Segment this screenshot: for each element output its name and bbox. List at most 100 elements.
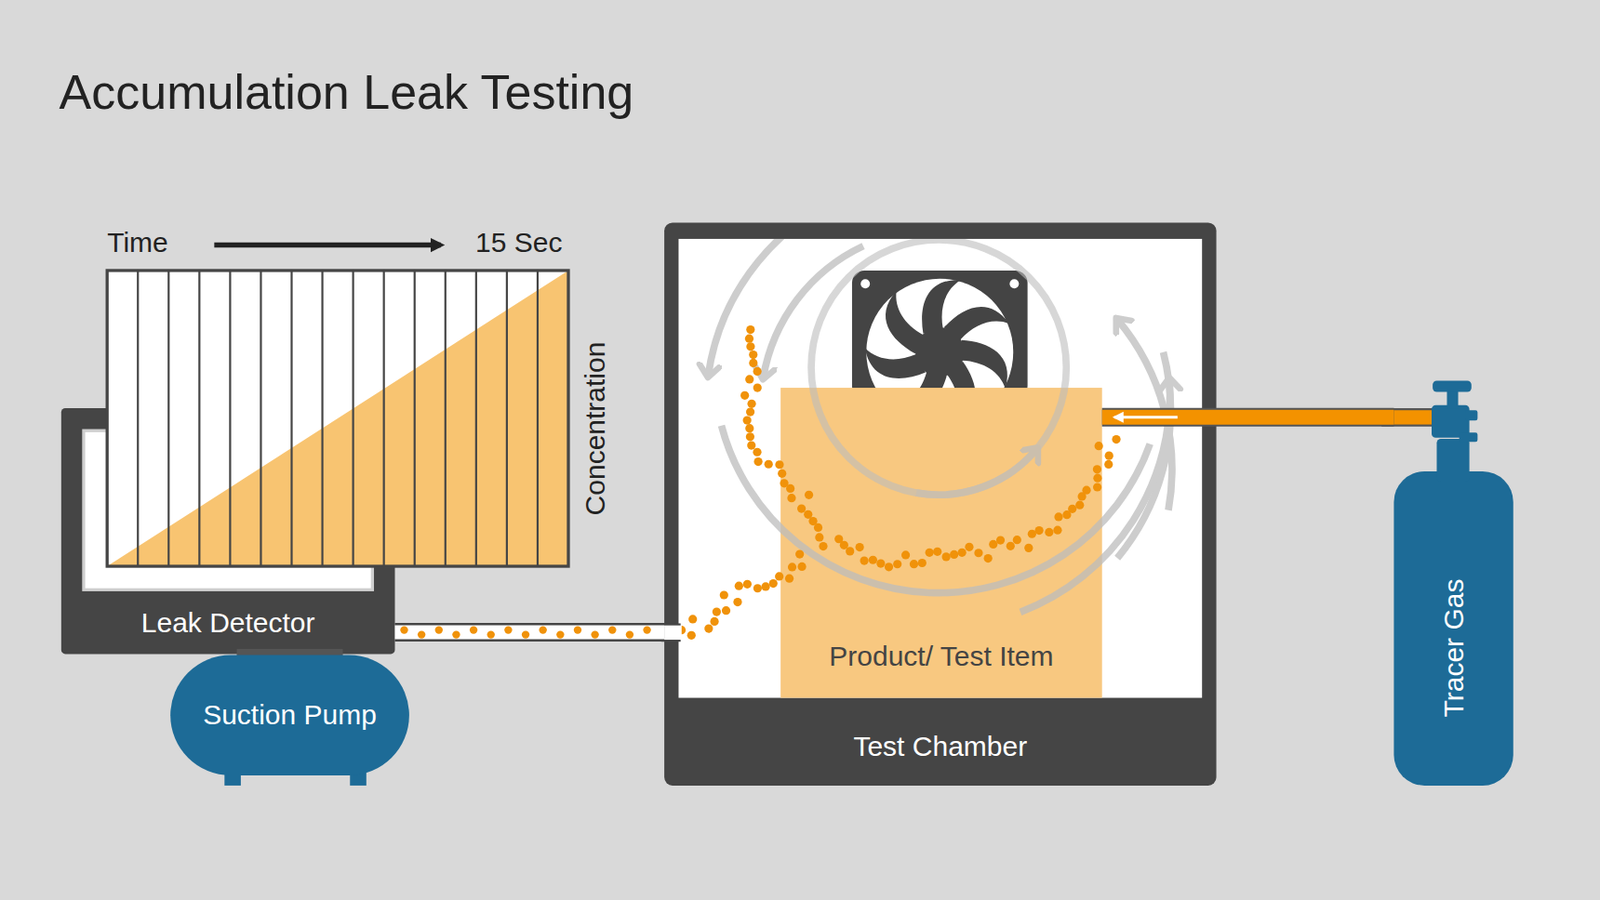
gas-dot [818, 542, 827, 551]
grid-line [198, 270, 200, 567]
gas-dot [626, 630, 634, 639]
gas-dot [964, 543, 974, 552]
gas-dot [733, 598, 742, 607]
drawing-rect [664, 222, 1216, 787]
gas-dot [556, 630, 564, 639]
gas-dot [779, 479, 788, 488]
gas-dot [753, 457, 762, 467]
drawing-use [906, 269, 974, 342]
gas-dot [786, 493, 796, 503]
drawing-path [745, 324, 1107, 561]
gas-dot [1094, 441, 1104, 451]
gas-dot [949, 550, 959, 560]
gas-dot [746, 400, 756, 409]
cylinder-box: Tracer Gas [1393, 382, 1513, 786]
drawing-rect [1465, 410, 1478, 421]
gas-dot [704, 624, 713, 633]
gas-dot [753, 584, 762, 593]
sample-tube-fill [395, 626, 666, 640]
node-label: Suction Pump [202, 699, 377, 733]
gas-dot [918, 559, 927, 568]
suction-pump [170, 649, 410, 787]
gas-dot [958, 548, 967, 558]
gas-dot [745, 424, 754, 433]
gas-dot [1078, 492, 1087, 501]
drawing-rect [1432, 380, 1472, 392]
drawing-rect [678, 239, 1202, 699]
leak-detector-box: Leak Detector [61, 408, 396, 654]
gas-dot [734, 582, 744, 591]
drawing-circle [811, 240, 1067, 495]
gas-dot [868, 556, 878, 565]
gas-dot [777, 469, 787, 479]
gas-dot [1093, 465, 1102, 474]
drawing-rect [1446, 389, 1458, 409]
gas-dot [745, 334, 754, 344]
drawing-circle [1009, 279, 1019, 289]
grid-line [383, 270, 386, 567]
grid-line [352, 270, 355, 567]
gas-dot [760, 582, 770, 591]
connector-group [395, 626, 666, 639]
gas-dot [538, 626, 547, 634]
gas-dot [721, 606, 731, 615]
gas-dot [469, 626, 478, 634]
gas-dot [901, 550, 910, 560]
gas-dot [834, 534, 843, 544]
grid-line [475, 270, 478, 567]
gas-dot [746, 440, 756, 450]
gas-dot [752, 448, 761, 457]
gas-dot [709, 617, 719, 627]
gas-dot [740, 391, 749, 400]
gas-dot [1013, 535, 1022, 545]
gas-dot [797, 562, 806, 572]
gas-dot [996, 535, 1005, 545]
gas-dot [1053, 526, 1062, 535]
gas-dot [573, 626, 582, 634]
grid-line [290, 270, 293, 567]
gas-dot [743, 580, 752, 589]
node-label: Tracer Gas [1437, 578, 1470, 718]
gas-dot [1104, 460, 1113, 469]
drawing-path [763, 246, 865, 379]
gas-dot [1006, 542, 1015, 551]
gas-dot [1027, 530, 1037, 539]
gas-dot [925, 548, 934, 558]
grid-line [167, 270, 170, 567]
drawing-rect [106, 270, 569, 567]
gas-dot [753, 383, 762, 392]
drawing-g [137, 270, 538, 567]
gas-dot [933, 547, 942, 557]
grid-line [413, 270, 416, 567]
drawing-path [916, 449, 1037, 495]
gas-dot [785, 574, 794, 584]
gas-dot [797, 504, 806, 513]
gas-dot [504, 626, 512, 634]
gas-dot [743, 415, 752, 425]
grid-line [320, 270, 323, 567]
gas-dot [590, 630, 599, 639]
gas-dot [746, 407, 755, 416]
product-box: Product/ Test Item [780, 387, 1103, 698]
time-arrow [213, 242, 441, 248]
connector-group [1102, 416, 1395, 418]
gas-dot [748, 350, 758, 360]
gas-dot [1044, 528, 1054, 537]
drawing-use [880, 287, 927, 359]
gas-dot [452, 630, 460, 639]
gas-dot [876, 559, 885, 568]
gas-dot [909, 560, 919, 569]
gas-dot [774, 460, 784, 469]
gas-pipe-fill [1102, 410, 1395, 426]
gas-cylinder [1382, 380, 1513, 786]
gas-dot [712, 607, 721, 616]
gas-dot [855, 543, 865, 552]
drawing-g [681, 324, 1107, 633]
gas-dot [608, 626, 616, 634]
grid-line [536, 270, 539, 567]
gas-dot [746, 342, 755, 351]
gas-dot [988, 540, 998, 549]
gas-pipe [1102, 408, 1395, 427]
drawing-use [944, 306, 1010, 341]
